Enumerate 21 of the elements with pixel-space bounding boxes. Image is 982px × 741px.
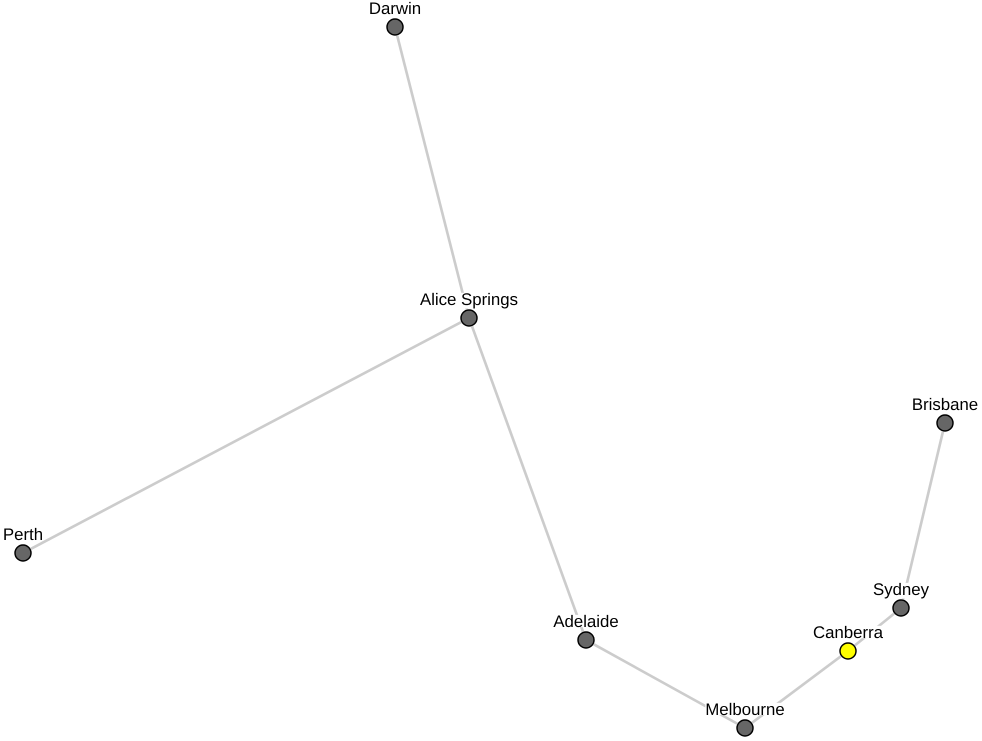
- connector-line: [470, 326, 584, 632]
- city-dot: [936, 414, 954, 432]
- connector-line: [593, 643, 738, 725]
- city-dot: [736, 719, 754, 737]
- city-label: Darwin: [368, 2, 422, 14]
- city-dot: [460, 309, 478, 327]
- city-dot: [892, 599, 910, 617]
- connector-line: [396, 35, 468, 310]
- city-label: Perth: [2, 528, 44, 540]
- city-dot: [14, 544, 32, 562]
- city-label: Adelaide: [553, 614, 619, 628]
- city-dot: [839, 642, 857, 660]
- connector-line: [30, 320, 462, 550]
- city-label: Canberra: [812, 626, 884, 638]
- city-dot: [577, 631, 595, 649]
- city-label: Brisbane: [912, 398, 978, 410]
- city-label: Sydney: [873, 582, 930, 598]
- city-dot: [386, 18, 404, 36]
- city-label: Alice Springs: [420, 292, 518, 308]
- city-label: Melbourne: [705, 702, 785, 716]
- connector-line: [902, 431, 944, 600]
